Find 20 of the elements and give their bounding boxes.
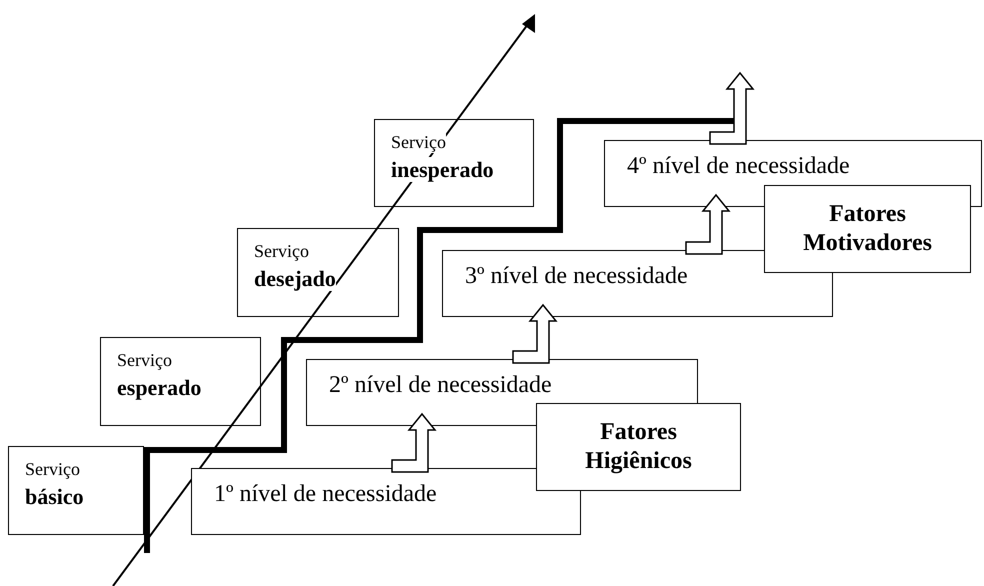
block-arrow xyxy=(391,412,437,473)
need-level-box xyxy=(191,468,581,535)
service-box xyxy=(8,446,144,535)
block-arrow xyxy=(685,194,731,255)
factor-box xyxy=(764,185,971,273)
block-arrow xyxy=(709,72,755,145)
factor-label: Fatores Higiênicos xyxy=(584,418,693,476)
need-level-box xyxy=(442,250,833,317)
service-type: inesperado xyxy=(391,156,494,182)
factor-label: Fatores Motivadores xyxy=(802,200,933,258)
service-box xyxy=(100,337,261,426)
service-box xyxy=(374,119,534,207)
level-label: 4º nível de necessidade xyxy=(627,153,850,180)
service-label: Serviço xyxy=(391,132,446,153)
factor-box xyxy=(536,403,741,491)
level-label: 3º nível de necessidade xyxy=(465,263,688,290)
level-label: 1º nível de necessidade xyxy=(214,481,437,508)
level-label: 2º nível de necessidade xyxy=(329,372,552,399)
service-box xyxy=(237,228,399,317)
block-arrow xyxy=(512,304,558,364)
